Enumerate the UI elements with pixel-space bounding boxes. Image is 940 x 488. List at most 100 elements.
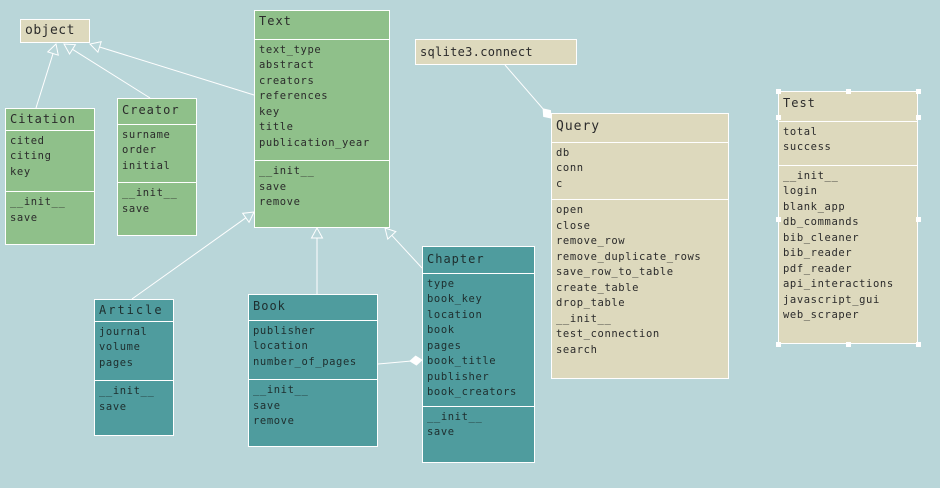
method: remove — [253, 415, 295, 427]
book-to-chapter-line — [377, 360, 411, 365]
attribute: conn — [556, 162, 584, 174]
selection-handle[interactable] — [916, 342, 921, 347]
class-chapter-methods: __init__ save — [423, 407, 534, 444]
method: bib_cleaner — [783, 231, 860, 244]
method: save — [253, 399, 281, 412]
method: remove_duplicate_rows — [556, 250, 702, 263]
method: __init__ — [10, 196, 66, 208]
class-chapter-title: Chapter — [423, 247, 534, 274]
attribute: book_title — [427, 355, 497, 367]
class-object[interactable]: object — [20, 19, 90, 43]
sqlite-to-query-line — [504, 64, 544, 110]
attribute: type — [427, 277, 455, 290]
attribute: surname — [122, 128, 171, 141]
method: bib_reader — [783, 247, 853, 259]
class-chapter[interactable]: Chapter type book_key location book page… — [422, 246, 535, 463]
attribute: publisher — [253, 324, 316, 337]
class-query[interactable]: Query db conn c open close remove_row re… — [551, 113, 729, 379]
class-creator[interactable]: Creator surname order initial __init__ s… — [117, 98, 197, 236]
attribute: order — [122, 144, 157, 156]
attribute: book_creators — [427, 386, 517, 398]
class-creator-attributes: surname order initial — [118, 125, 196, 183]
attribute: title — [259, 121, 294, 133]
attribute: citing — [10, 150, 52, 162]
method: db_commands — [783, 216, 860, 228]
class-article[interactable]: Article journal volume pages __init__ sa… — [94, 299, 174, 436]
attribute: c — [556, 177, 563, 190]
attribute: pages — [99, 356, 134, 369]
selection-handle[interactable] — [776, 115, 781, 120]
creator-to-object-line — [72, 48, 151, 99]
class-citation-methods: __init__ save — [6, 192, 94, 229]
attribute: creators — [259, 74, 315, 87]
method: __init__ — [253, 384, 309, 396]
attribute: key — [259, 105, 280, 118]
selection-handle[interactable] — [776, 89, 781, 94]
method: remove_row — [556, 235, 626, 247]
selection-handle[interactable] — [776, 217, 781, 222]
sqlite-to-query-diamond — [542, 108, 552, 119]
class-book-title: Book — [249, 295, 377, 321]
creator-to-object-arrowhead — [63, 43, 77, 55]
class-sqlite3-connect[interactable]: sqlite3.connect — [415, 39, 577, 65]
selection-handle[interactable] — [916, 115, 921, 120]
class-query-attributes: db conn c — [552, 143, 728, 200]
attribute: location — [427, 308, 483, 321]
class-object-title: object — [25, 23, 75, 38]
chapter-to-text-line — [391, 235, 423, 269]
method: remove — [259, 196, 301, 208]
method: pdf_reader — [783, 262, 853, 275]
attribute: text_type — [259, 43, 322, 56]
selection-handle[interactable] — [916, 89, 921, 94]
method: save — [427, 426, 455, 438]
class-article-title: Article — [95, 300, 173, 322]
class-query-title: Query — [552, 114, 728, 143]
class-text-methods: __init__ save remove — [255, 161, 389, 214]
method: open — [556, 204, 584, 216]
chapter-to-text-arrowhead — [384, 227, 397, 241]
attribute: total — [783, 125, 818, 138]
citation-to-object-arrowhead — [46, 43, 59, 56]
method: save — [99, 400, 127, 413]
class-test-attributes: total success — [779, 122, 917, 166]
selection-handle[interactable] — [916, 217, 921, 222]
method: drop_table — [556, 297, 626, 309]
method: __init__ — [783, 169, 839, 182]
class-query-methods: open close remove_row remove_duplicate_r… — [552, 200, 728, 361]
class-book-attributes: publisher location number_of_pages — [249, 321, 377, 380]
class-text[interactable]: Text text_type abstract creators referen… — [254, 10, 390, 228]
class-test[interactable]: Test total success __init__ login blank_… — [778, 91, 918, 344]
attribute: cited — [10, 134, 45, 147]
article-to-text-line — [131, 217, 247, 300]
book-to-text-arrowhead — [310, 226, 324, 239]
method: __init__ — [99, 385, 155, 397]
attribute: publication_year — [259, 136, 370, 149]
attribute: key — [10, 165, 31, 178]
method: __init__ — [556, 312, 612, 325]
method: web_scraper — [783, 309, 860, 321]
selection-handle[interactable] — [776, 342, 781, 347]
text-to-object-line — [99, 46, 255, 96]
method: create_table — [556, 281, 640, 294]
class-creator-methods: __init__ save — [118, 183, 196, 220]
text-to-object-arrowhead — [89, 41, 102, 54]
method: save_row_to_table — [556, 266, 674, 278]
method: __init__ — [427, 410, 483, 423]
attribute: success — [783, 141, 832, 153]
class-test-title: Test — [779, 92, 917, 122]
attribute: location — [253, 340, 309, 352]
method: javascript_gui — [783, 293, 880, 306]
method: close — [556, 219, 591, 232]
attribute: book — [427, 324, 455, 336]
class-citation[interactable]: Citation cited citing key __init__ save — [5, 108, 95, 245]
attribute: pages — [427, 339, 462, 352]
class-book-methods: __init__ save remove — [249, 380, 377, 433]
class-sqlite3-connect-title: sqlite3.connect — [420, 45, 533, 59]
selection-handle[interactable] — [846, 342, 851, 347]
class-citation-title: Citation — [6, 109, 94, 131]
class-book[interactable]: Book publisher location number_of_pages … — [248, 294, 378, 447]
selection-handle[interactable] — [846, 89, 851, 94]
attribute: book_key — [427, 293, 483, 305]
attribute: volume — [99, 341, 141, 353]
